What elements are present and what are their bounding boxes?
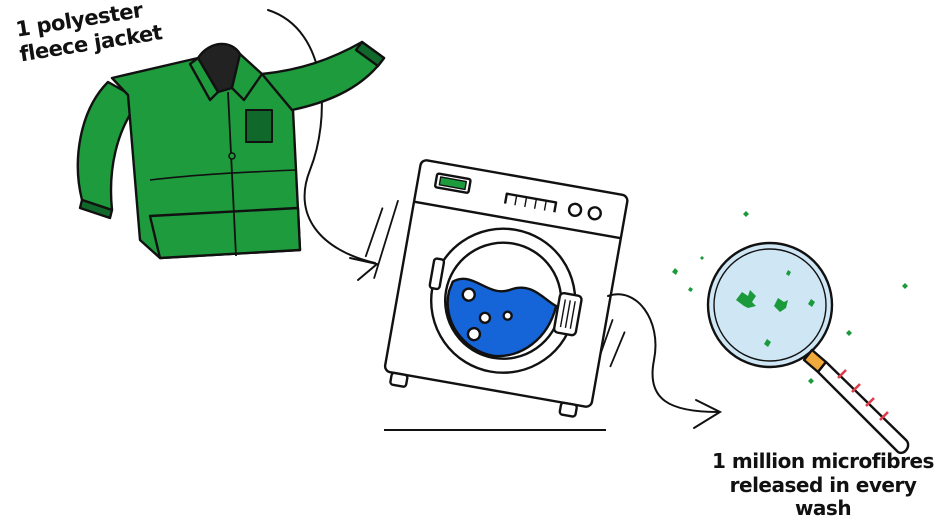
label-microfibres-released: 1 million microfibres released in every … — [700, 450, 946, 521]
washing-machine-icon — [345, 153, 648, 423]
label-result-line1: 1 million microfibres — [700, 450, 946, 474]
magnifying-glass-icon — [708, 243, 908, 453]
label-result-line2: released in every wash — [700, 474, 946, 521]
arrow-machine-to-result — [608, 294, 720, 428]
fleece-jacket-icon — [78, 42, 384, 258]
